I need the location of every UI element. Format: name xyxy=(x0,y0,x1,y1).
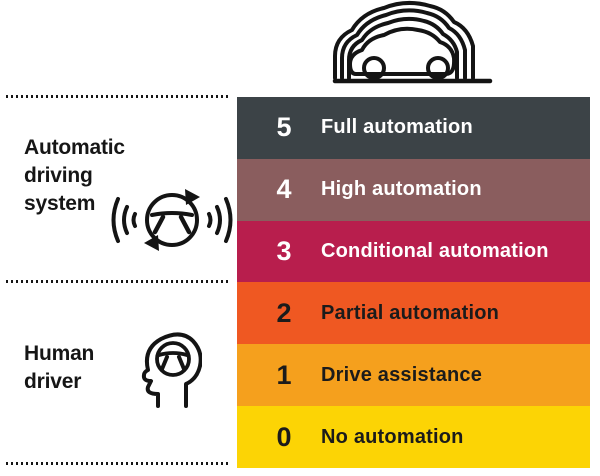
steering-spoke-right xyxy=(178,214,192,235)
rotation-arrow-top xyxy=(185,189,200,205)
level-label: Drive assistance xyxy=(321,363,483,386)
head-steering-rim xyxy=(155,341,191,377)
signal-arc-inner xyxy=(347,16,459,80)
head-steering-spoke-right xyxy=(177,355,186,371)
level-row-3: 3 Conditional automation xyxy=(237,220,590,283)
steering-crossbar xyxy=(150,211,194,217)
human-driver-label: Human driver xyxy=(24,340,94,396)
steering-spoke-left xyxy=(152,214,166,235)
label-line: driving xyxy=(24,164,93,187)
dotted-divider-bottom xyxy=(6,462,230,465)
head-steering-spoke-left xyxy=(160,355,169,371)
head-outline xyxy=(141,332,202,408)
level-number: 4 xyxy=(276,174,292,205)
level-row-5: 5 Full automation xyxy=(237,97,590,159)
vibration-right-middle xyxy=(215,205,222,235)
car-wheel-front xyxy=(362,56,386,80)
vibration-right-inner xyxy=(207,212,213,228)
dotted-divider-middle xyxy=(6,280,230,283)
auto-steering-wheel-icon xyxy=(111,189,233,251)
signal-arc-middle xyxy=(340,8,467,80)
head-steering-crossbar xyxy=(157,351,189,357)
vibration-left-middle xyxy=(122,205,129,235)
label-line: Human xyxy=(24,342,95,365)
car-body xyxy=(348,26,457,76)
label-line: Automatic xyxy=(24,136,125,159)
level-number: 5 xyxy=(276,112,292,143)
level-row-4: 4 High automation xyxy=(237,158,590,221)
level-number: 0 xyxy=(276,421,292,452)
autonomous-car-icon xyxy=(332,1,493,84)
label-line: driver xyxy=(24,370,82,393)
level-row-1: 1 Drive assistance xyxy=(237,344,590,407)
level-row-2: 2 Partial automation xyxy=(237,282,590,345)
level-label: Conditional automation xyxy=(321,240,549,263)
vibration-left-inner xyxy=(131,212,137,228)
signal-arc-outer xyxy=(333,1,475,80)
dotted-divider-top xyxy=(6,95,230,98)
level-number: 1 xyxy=(276,359,292,390)
steering-rim xyxy=(145,193,199,247)
level-number: 3 xyxy=(276,236,292,267)
level-label: Partial automation xyxy=(321,301,500,324)
level-label: High automation xyxy=(321,178,482,201)
vibration-left-outer xyxy=(111,197,120,243)
human-driver-icon xyxy=(141,332,202,408)
level-number: 2 xyxy=(276,297,292,328)
label-line: system xyxy=(24,192,96,215)
vibration-right-outer xyxy=(224,197,233,243)
automatic-driving-system-label: Automatic driving system xyxy=(24,134,125,218)
level-row-0: 0 No automation xyxy=(237,406,590,468)
automation-levels-stack: 5 Full automation 4 High automation 3 Co… xyxy=(237,97,590,468)
level-label: No automation xyxy=(321,425,464,448)
car-wheel-rear xyxy=(426,56,450,80)
rotation-arrow-bottom xyxy=(144,235,159,251)
level-label: Full automation xyxy=(321,116,473,139)
